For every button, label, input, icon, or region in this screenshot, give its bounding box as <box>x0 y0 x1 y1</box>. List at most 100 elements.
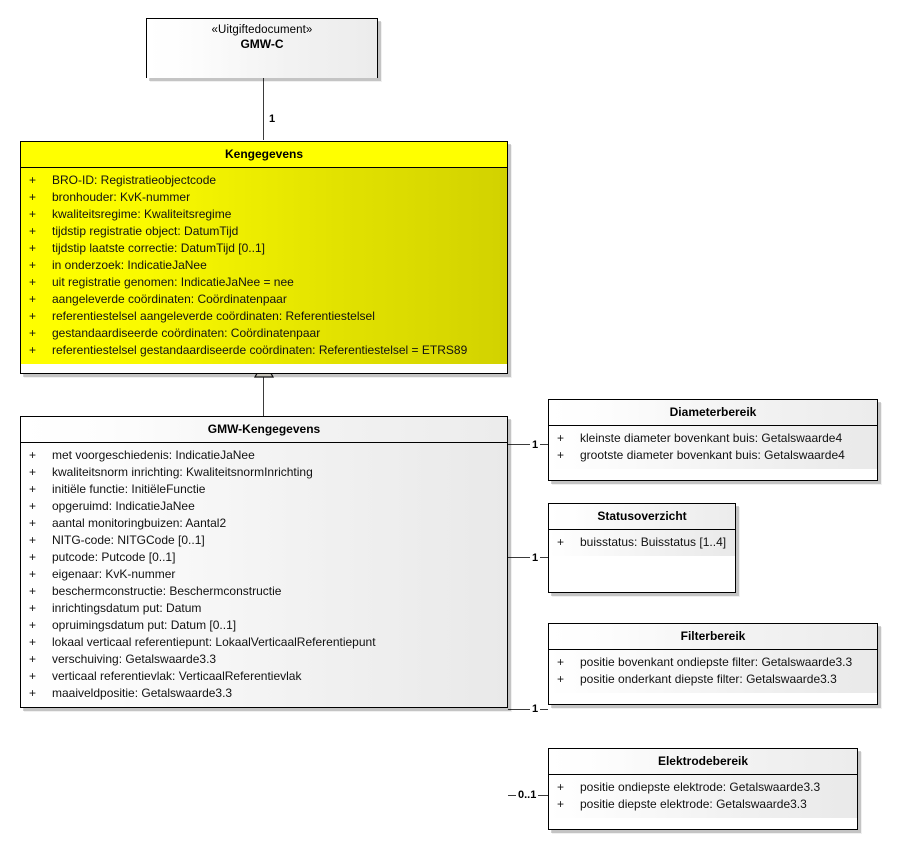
class-statusoverzicht-header: Statusoverzicht <box>549 504 735 530</box>
attribute-row: +BRO-ID: Registratieobjectcode <box>21 172 507 189</box>
attribute-visibility: + <box>557 797 565 811</box>
class-diameterbereik[interactable]: Diameterbereik +kleinste diameter bovenk… <box>548 399 878 481</box>
class-statusoverzicht[interactable]: Statusoverzicht +buisstatus: Buisstatus … <box>548 503 736 593</box>
class-gmw-c-name: GMW-C <box>240 37 284 51</box>
attribute-label: kwaliteitsnorm inrichting: Kwaliteitsnor… <box>52 465 313 479</box>
attribute-label: aantal monitoringbuizen: Aantal2 <box>52 516 227 530</box>
attribute-visibility: + <box>29 275 37 289</box>
attribute-label: tijdstip registratie object: DatumTijd <box>52 224 239 238</box>
attribute-row: + opruimingsdatum put: Datum [0..1] <box>21 617 507 634</box>
attribute-label: referentiestelsel aangeleverde coördinat… <box>52 309 375 323</box>
class-elektrodebereik[interactable]: Elektrodebereik +positie ondiepste elekt… <box>548 748 858 830</box>
attribute-visibility: + <box>29 482 37 496</box>
class-diameterbereik-attributes: +kleinste diameter bovenkant buis: Getal… <box>549 426 877 469</box>
attribute-row: + maaiveldpositie: Getalswaarde3.3 <box>21 685 507 702</box>
attribute-visibility: + <box>29 190 37 204</box>
attribute-visibility: + <box>29 618 37 632</box>
attribute-label: aangeleverde coördinaten: Coördinatenpaa… <box>52 292 287 306</box>
attribute-visibility: + <box>557 448 565 462</box>
attribute-row: +kwaliteitsregime: Kwaliteitsregime <box>21 206 507 223</box>
attribute-visibility: + <box>29 550 37 564</box>
attribute-label: referentiestelsel gestandaardiseerde coö… <box>52 343 468 357</box>
class-diameterbereik-header: Diameterbereik <box>549 400 877 426</box>
multiplicity-gmwc-kengegevens: 1 <box>267 112 278 126</box>
attribute-label: positie onderkant diepste filter: Getals… <box>580 672 837 686</box>
attribute-visibility: + <box>557 672 565 686</box>
class-filterbereik-header: Filterbereik <box>549 624 877 650</box>
attribute-row: +verticaal referentievlak: VerticaalRefe… <box>21 668 507 685</box>
attribute-row: + referentiestelsel aangeleverde coördina… <box>21 308 507 325</box>
class-gmw-c[interactable]: «Uitgiftedocument» GMW-C <box>146 18 378 78</box>
attribute-row: +tijdstip laatste correctie: DatumTijd [… <box>21 240 507 257</box>
attribute-row: +buisstatus: Buisstatus [1..4] <box>549 534 735 551</box>
multiplicity-filterbereik: 1 <box>530 702 541 716</box>
class-statusoverzicht-name: Statusoverzicht <box>597 509 687 523</box>
attribute-visibility: + <box>29 173 37 187</box>
attribute-label: opgeruimd: IndicatieJaNee <box>52 499 195 513</box>
attribute-row: +grootste diameter bovenkant buis: Getal… <box>549 447 877 464</box>
class-elektrodebereik-attributes: +positie ondiepste elektrode: Getalswaar… <box>549 775 857 818</box>
attribute-row: + uit registratie genomen: IndicatieJaNee… <box>21 274 507 291</box>
attribute-visibility: + <box>29 241 37 255</box>
attribute-label: bronhouder: KvK-nummer <box>52 190 191 204</box>
class-gmw-c-stereotype: «Uitgiftedocument» <box>211 24 313 36</box>
attribute-label: verticaal referentievlak: VerticaalRefer… <box>52 669 302 683</box>
attribute-row: + beschermconstructie: Beschermconstructi… <box>21 583 507 600</box>
attribute-row: +referentiestelsel gestandaardiseerde co… <box>21 342 507 359</box>
attribute-label: eigenaar: KvK-nummer <box>52 567 176 581</box>
attribute-visibility: + <box>29 292 37 306</box>
attribute-row: +initiële functie: InitiëleFunctie <box>21 481 507 498</box>
attribute-row: + aantal monitoringbuizen: Aantal2 <box>21 515 507 532</box>
attribute-row: +positie bovenkant ondiepste filter: Get… <box>549 654 877 671</box>
multiplicity-diameterbereik: 1 <box>530 438 541 452</box>
class-gmw-c-header: «Uitgiftedocument» GMW-C <box>147 19 377 78</box>
class-kengegevens[interactable]: Kengegevens +BRO-ID: Registratieobjectco… <box>20 141 508 374</box>
attribute-visibility: + <box>29 635 37 649</box>
attribute-visibility: + <box>29 499 37 513</box>
attribute-label: maaiveldpositie: Getalswaarde3.3 <box>52 686 233 700</box>
attribute-visibility: + <box>29 448 37 462</box>
attribute-row: + opgeruimd: IndicatieJaNee <box>21 498 507 515</box>
attribute-row: +kwaliteitsnorm inrichting: Kwaliteitsno… <box>21 464 507 481</box>
class-gmw-kengegevens[interactable]: GMW-Kengegevens + met voorgeschiedenis: I… <box>20 416 508 708</box>
attribute-label: uit registratie genomen: IndicatieJaNee … <box>52 275 294 289</box>
attribute-row: +kleinste diameter bovenkant buis: Getal… <box>549 430 877 447</box>
attribute-visibility: + <box>29 652 37 666</box>
attribute-row: + eigenaar: KvK-nummer <box>21 566 507 583</box>
attribute-visibility: + <box>29 567 37 581</box>
attribute-label: beschermconstructie: Beschermconstructie <box>52 584 282 598</box>
attribute-visibility: + <box>29 584 37 598</box>
attribute-visibility: + <box>29 516 37 530</box>
class-filterbereik[interactable]: Filterbereik +positie bovenkant ondiepst… <box>548 623 878 705</box>
class-gmw-kengegevens-name: GMW-Kengegevens <box>207 422 321 436</box>
attribute-row: + positie onderkant diepste filter: Getal… <box>549 671 877 688</box>
attribute-label: kwaliteitsregime: Kwaliteitsregime <box>52 207 232 221</box>
class-elektrodebereik-header: Elektrodebereik <box>549 749 857 775</box>
attribute-label: verschuiving: Getalswaarde3.3 <box>52 652 217 666</box>
attribute-row: + putcode: Putcode [0..1] <box>21 549 507 566</box>
attribute-visibility: + <box>29 258 37 272</box>
attribute-visibility: + <box>557 535 565 549</box>
attribute-visibility: + <box>29 309 37 323</box>
attribute-label: met voorgeschiedenis: IndicatieJaNee <box>52 448 255 462</box>
class-gmw-kengegevens-header: GMW-Kengegevens <box>21 417 507 443</box>
attribute-label: putcode: Putcode [0..1] <box>52 550 176 564</box>
attribute-row: +positie ondiepste elektrode: Getalswaar… <box>549 779 857 796</box>
attribute-visibility: + <box>29 601 37 615</box>
attribute-row: +inrichtingsdatum put: Datum <box>21 600 507 617</box>
attribute-label: in onderzoek: IndicatieJaNee <box>52 258 207 272</box>
attribute-row: +NITG-code: NITGCode [0..1] <box>21 532 507 549</box>
connector-diameterbereik <box>508 444 548 445</box>
attribute-label: gestandaardiseerde coördinaten: Coördina… <box>52 326 321 340</box>
attribute-visibility: + <box>29 686 37 700</box>
attribute-row: +positie diepste elektrode: Getalswaarde… <box>549 796 857 813</box>
attribute-label: NITG-code: NITGCode [0..1] <box>52 533 205 547</box>
attribute-row: +lokaal verticaal referentiepunt: Lokaal… <box>21 634 507 651</box>
class-statusoverzicht-attributes: +buisstatus: Buisstatus [1..4] <box>549 530 735 556</box>
attribute-row: + in onderzoek: IndicatieJaNee <box>21 257 507 274</box>
connector-filterbereik <box>508 709 548 710</box>
attribute-visibility: + <box>557 431 565 445</box>
attribute-label: opruimingsdatum put: Datum [0..1] <box>52 618 237 632</box>
attribute-row: + aangeleverde coördinaten: Coördinatenpa… <box>21 291 507 308</box>
